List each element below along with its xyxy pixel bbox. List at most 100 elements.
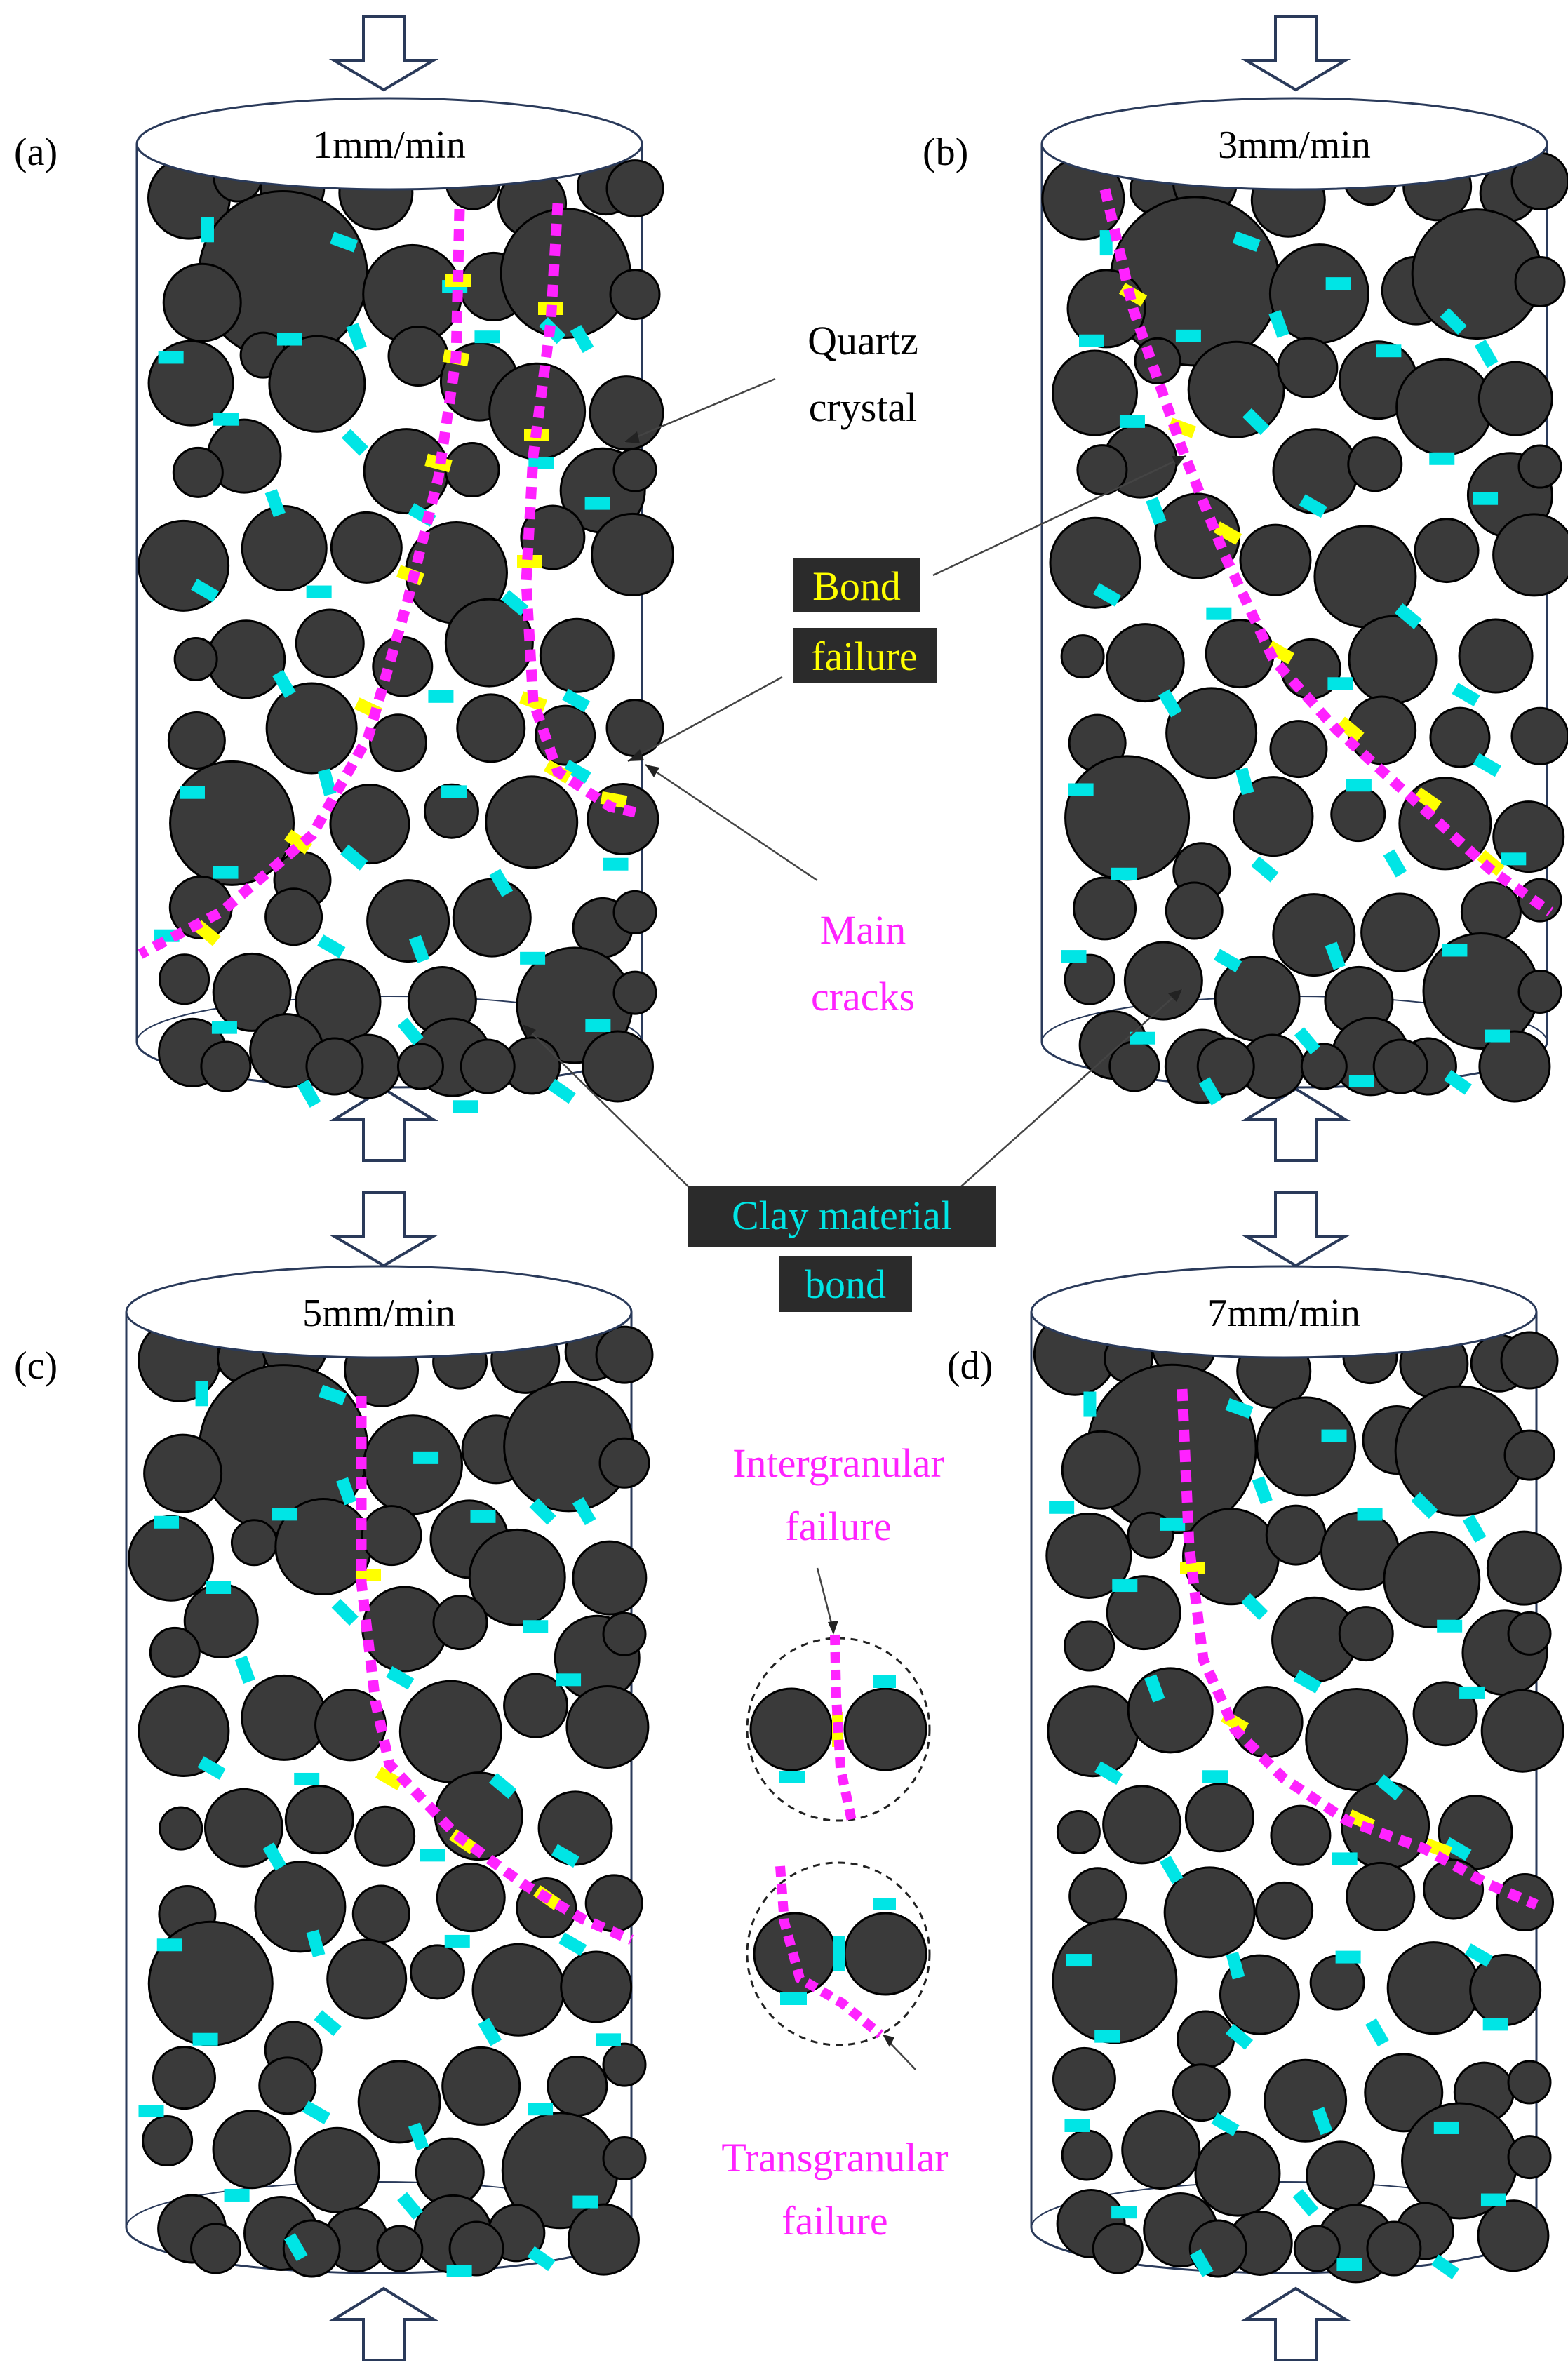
quartz-grain <box>1269 720 1328 779</box>
quartz-grain <box>326 1938 408 2020</box>
quartz-grain <box>200 1040 252 1092</box>
clay-bond <box>1144 1674 1165 1703</box>
intergranular-label-line1: Intergranular <box>732 1440 944 1486</box>
quartz-grain <box>1366 2220 1422 2277</box>
clay-bond <box>1464 1943 1493 1967</box>
clay-bond <box>1299 494 1327 518</box>
quartz-grain <box>1060 634 1105 679</box>
quartz-crystal-grains <box>138 152 675 1103</box>
quartz-grain <box>1073 876 1137 941</box>
quartz-grain <box>1293 2225 1341 2272</box>
quartz-grain <box>366 879 450 963</box>
main-crack-paths <box>356 1396 634 1945</box>
intergranular-failure-inset <box>746 1567 931 1825</box>
quartz-grain <box>595 1325 654 1384</box>
loading-rate-label: 1mm/min <box>313 123 466 167</box>
quartz-grain <box>1364 2053 1444 2133</box>
clay-bond <box>264 489 286 518</box>
clay-bond <box>446 2265 472 2278</box>
main-cracks-label-line2: cracks <box>811 974 915 1019</box>
quartz-crystal-label-line1: Quartz <box>808 318 918 363</box>
quartz-grain <box>1507 1611 1552 1656</box>
quartz-grain <box>468 1528 566 1626</box>
clay-bond <box>314 2010 342 2037</box>
quartz-grain <box>1309 1955 1365 2011</box>
specimen-top-face <box>1030 1265 1538 1359</box>
clay-bond <box>489 869 514 897</box>
clay-bond <box>317 768 337 796</box>
clay-bond <box>420 1849 445 1862</box>
quartz-grain <box>1306 2140 1376 2211</box>
quartz-grain <box>612 970 657 1015</box>
quartz-crystal-label-line2: crystal <box>809 384 918 430</box>
quartz-grain <box>372 636 434 697</box>
clay-bond <box>192 2032 218 2046</box>
quartz-grain <box>605 159 664 218</box>
clay-bond <box>1376 344 1402 358</box>
clay-bond <box>336 1477 357 1506</box>
bond-failure-label-line2: failure <box>811 634 917 679</box>
quartz-grain <box>1277 337 1339 398</box>
quartz-grain <box>612 890 657 934</box>
quartz-grain <box>1510 706 1568 765</box>
quartz-grain <box>598 1437 650 1489</box>
quartz-grain <box>1477 361 1553 436</box>
quartz-grain <box>212 2110 292 2190</box>
quartz-grain <box>172 446 224 498</box>
failed-bond <box>1336 716 1365 743</box>
annotation-labels: Quartz crystal Bond failure Main cracks … <box>688 318 996 2244</box>
clay-bond <box>1336 2258 1362 2271</box>
clay-bond <box>1482 2018 1508 2031</box>
clay-bond <box>413 1451 439 1464</box>
quartz-grain <box>539 617 615 693</box>
quartz-grain <box>520 504 586 570</box>
quartz-grain <box>354 1805 416 1867</box>
clay-bond <box>1211 2112 1240 2136</box>
clay-bond <box>1365 2018 1389 2047</box>
quartz-grain <box>268 335 366 433</box>
clay-bond <box>1146 497 1167 525</box>
clay-bond <box>1189 2249 1214 2277</box>
clay-bond <box>1078 334 1104 347</box>
quartz-grain <box>448 2220 504 2277</box>
clay-bond <box>595 2033 621 2046</box>
clay-bond <box>584 497 610 510</box>
inset-leader <box>816 1567 835 1632</box>
quartz-grain <box>432 1595 488 1651</box>
quartz-grain <box>602 2042 647 2087</box>
bond-failure-leader-b <box>932 455 1186 577</box>
clay-bond <box>603 857 629 871</box>
clay-bond <box>444 1934 470 1948</box>
main-crack-paths <box>1099 188 1554 917</box>
quartz-grain <box>1300 1043 1348 1090</box>
clay-bond <box>1094 2030 1120 2043</box>
clay-bond <box>1357 1508 1383 1521</box>
quartz-grain <box>1507 2135 1552 2180</box>
quartz-grain <box>1305 1687 1409 1791</box>
clay-bond <box>1473 492 1499 505</box>
clay-bond <box>1346 779 1372 792</box>
transgranular-failure-inset <box>746 1861 931 2070</box>
clay-bond <box>1452 683 1480 706</box>
quartz-grain <box>602 1611 647 1656</box>
clay-bond <box>1160 1517 1186 1531</box>
quartz-grain <box>152 2046 216 2110</box>
quartz-grain <box>441 2046 521 2126</box>
quartz-grain <box>1045 1512 1132 1599</box>
quartz-grain <box>1360 892 1440 972</box>
clay-bond <box>1437 1619 1463 1633</box>
failed-bond <box>1213 521 1242 545</box>
quartz-grain <box>1123 941 1203 1021</box>
failed-bond <box>375 1767 404 1790</box>
clay-bond <box>1094 1761 1123 1785</box>
clay-bond <box>563 760 591 784</box>
clay-bond <box>1099 230 1113 256</box>
bottom-arrow-d <box>1240 2286 1351 2361</box>
clay-bond <box>283 2232 308 2262</box>
clay-leader-a <box>522 1024 695 1193</box>
clay-bond <box>297 1079 321 1108</box>
clay-bond <box>1061 950 1087 963</box>
quartz-grain <box>1233 776 1314 857</box>
quartz-grain <box>1056 1810 1101 1855</box>
clay-bond <box>191 578 220 603</box>
